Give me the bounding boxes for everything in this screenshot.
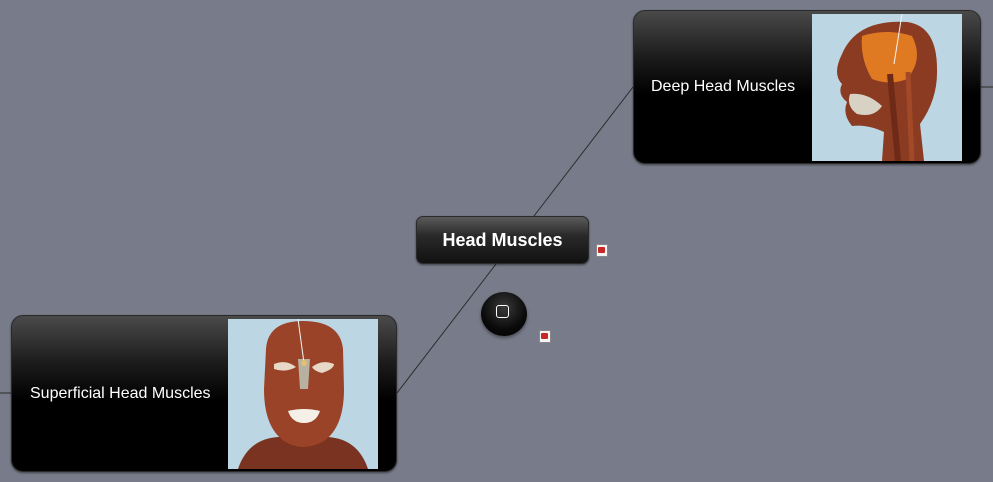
deep-head-muscles-image: [812, 14, 962, 161]
connector-central-to-deep: [533, 86, 634, 217]
superficial-head-muscles-image: [228, 319, 378, 469]
mindmap-attachment-icon[interactable]: [539, 330, 551, 343]
connector-central-to-superficial: [396, 263, 497, 394]
floating-topic-node[interactable]: [481, 292, 527, 336]
mindmap-attachment-icon[interactable]: [596, 244, 608, 257]
central-topic-node[interactable]: Head Muscles: [416, 216, 589, 264]
subtopic-label: Deep Head Muscles: [651, 78, 796, 95]
subtopic-superficial-head-muscles[interactable]: Superficial Head Muscles: [11, 315, 397, 472]
subtopic-deep-head-muscles[interactable]: Deep Head Muscles: [633, 10, 981, 164]
central-topic-label: Head Muscles: [442, 230, 563, 250]
square-icon: [496, 305, 509, 318]
subtopic-label: Superficial Head Muscles: [30, 385, 211, 402]
